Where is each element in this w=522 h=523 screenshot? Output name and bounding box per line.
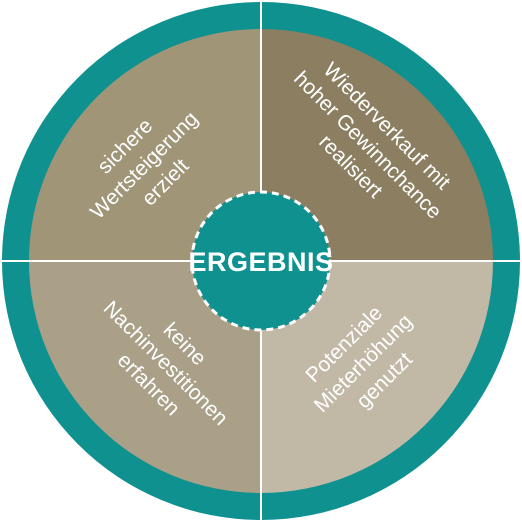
center-circle	[192, 192, 330, 330]
center-dashed-border	[190, 190, 332, 332]
center-label: ERGEBNIS	[188, 247, 333, 277]
